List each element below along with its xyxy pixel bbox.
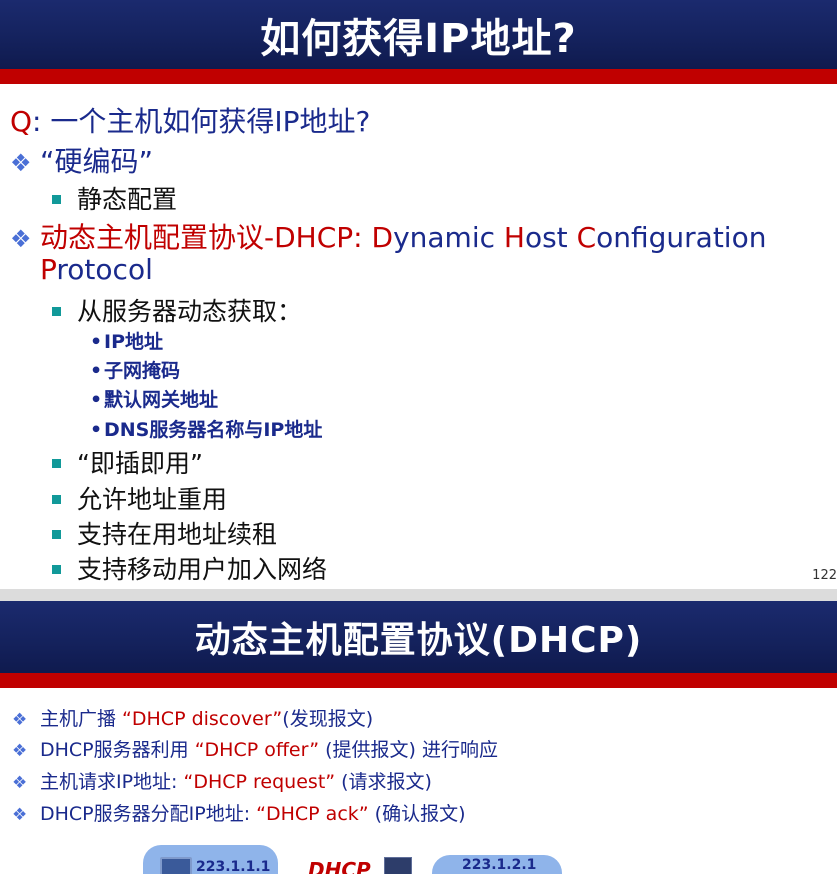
laptop-icon xyxy=(160,857,192,874)
slide-separator xyxy=(0,589,837,601)
question-line: Q: 一个主机如何获得IP地址? xyxy=(10,100,370,140)
sub-bullet-plugplay: “即插即用” xyxy=(52,444,203,480)
bullet-hardcode: ❖ “硬编码” xyxy=(10,140,153,180)
slide1-title-banner: 如何获得IP地址? xyxy=(0,0,837,69)
square-bullet-icon xyxy=(52,529,61,539)
bullet-dhcp: ❖ 动态主机配置协议-DHCP: Dynamic Host Configurati… xyxy=(10,216,766,256)
diamond-bullet-icon: ❖ xyxy=(12,710,28,730)
sub-bullet-obtain-text: 从服务器动态获取： xyxy=(77,297,303,326)
question-text: : 一个主机如何获得IP地址? xyxy=(32,105,371,138)
sub-sub-bullet: •默认网关地址 xyxy=(90,389,219,411)
bullet-text: (确认报文) xyxy=(368,803,466,825)
router-ip-label: 223.1.2.1 xyxy=(462,857,537,873)
sub-sub-bullet: •DNS服务器名称与IP地址 xyxy=(90,419,323,441)
slide1-title-underline xyxy=(0,69,837,84)
slide2-bullet: ❖ DHCP服务器分配IP地址: “DHCP ack” (确认报文) xyxy=(12,799,466,826)
dhcp-word-ynamic: ynamic xyxy=(393,221,504,254)
square-bullet-icon xyxy=(52,564,61,574)
sub-bullet-mobile: 支持移动用户加入网络 xyxy=(52,550,327,586)
diamond-bullet-icon: ❖ xyxy=(12,741,28,761)
sub-bullet-renew: 支持在用地址续租 xyxy=(52,515,277,551)
dhcp-letter-p: P xyxy=(40,253,57,286)
dhcp-letter-h: H xyxy=(503,221,525,254)
dhcp-letter-c: C xyxy=(576,221,597,254)
dhcp-word-ost: ost xyxy=(524,221,577,254)
bullet-text: DHCP服务器分配IP地址: xyxy=(40,803,257,825)
sub-sub-bullet-text: 默认网关地址 xyxy=(104,389,219,411)
square-bullet-icon xyxy=(52,194,61,204)
sub-bullet-reuse: 允许地址重用 xyxy=(52,480,227,516)
diamond-bullet-icon: ❖ xyxy=(12,805,28,825)
dhcp-letter-d: D xyxy=(371,221,394,254)
bullet-highlight: “DHCP offer” xyxy=(194,739,320,761)
bullet-highlight: “DHCP ack” xyxy=(256,803,369,825)
sub-sub-bullet-text: 子网掩码 xyxy=(104,360,181,382)
page-number: 122 xyxy=(812,568,837,583)
slide1-body: Q: 一个主机如何获得IP地址? ❖ “硬编码” 静态配置 ❖ 动态主机配置协议-D… xyxy=(0,84,837,589)
diamond-bullet-icon: ❖ xyxy=(10,149,32,177)
bullet-text: DHCP服务器利用 xyxy=(40,739,195,761)
sub-sub-bullet-text: IP地址 xyxy=(104,331,163,353)
bullet-text: (发现报文) xyxy=(282,708,374,730)
square-bullet-icon xyxy=(52,458,61,468)
slide2-bullet: ❖ 主机请求IP地址: “DHCP request” (请求报文) xyxy=(12,767,432,794)
dhcp-intro-text: 动态主机配置协议-DHCP: xyxy=(40,221,372,254)
sub-bullet-text: “即插即用” xyxy=(77,449,203,478)
slide2-bullet: ❖ DHCP服务器利用 “DHCP offer” (提供报文) 进行响应 xyxy=(12,735,498,762)
bullet-text: (提供报文) 进行响应 xyxy=(319,739,498,761)
dhcp-word-rotocol: rotocol xyxy=(56,253,153,286)
diamond-bullet-icon: ❖ xyxy=(12,773,28,793)
slide2-bullet: ❖ 主机广播 “DHCP discover”(发现报文) xyxy=(12,704,373,731)
bullet-text: (请求报文) xyxy=(335,771,432,793)
square-bullet-icon xyxy=(52,306,61,316)
server-icon xyxy=(384,857,412,874)
slide1-title: 如何获得IP地址? xyxy=(260,15,577,62)
bullet-dhcp-continued: Protocol xyxy=(40,253,153,286)
slide2-title: 动态主机配置协议(DHCP) xyxy=(194,620,643,661)
diamond-bullet-icon: ❖ xyxy=(10,225,32,253)
bullet-text: 主机广播 xyxy=(40,708,123,730)
sub-sub-bullet-text: DNS服务器名称与IP地址 xyxy=(104,419,323,441)
bullet-highlight: “DHCP discover” xyxy=(122,708,283,730)
square-bullet-icon xyxy=(52,494,61,504)
question-prefix: Q xyxy=(10,105,33,138)
dhcp-network-diagram: 223.1.1.1 DHCP 223.1.2.1 xyxy=(0,843,837,874)
bullet-text: 主机请求IP地址: xyxy=(40,771,184,793)
sub-bullet-static-text: 静态配置 xyxy=(77,185,178,214)
host-ip-label: 223.1.1.1 xyxy=(196,859,271,874)
subnet-cloud xyxy=(432,855,562,874)
bullet-highlight: “DHCP request” xyxy=(183,771,336,793)
slide2-title-banner: 动态主机配置协议(DHCP) xyxy=(0,601,837,673)
sub-sub-bullet: •子网掩码 xyxy=(90,360,181,382)
dhcp-server-label: DHCP xyxy=(308,858,371,874)
sub-bullet-obtain: 从服务器动态获取： xyxy=(52,292,302,328)
slide2-title-underline xyxy=(0,673,837,688)
dhcp-word-onfiguration: onfiguration xyxy=(596,221,767,254)
sub-bullet-text: 允许地址重用 xyxy=(77,485,228,514)
sub-bullet-static: 静态配置 xyxy=(52,180,177,216)
bullet-hardcode-text: “硬编码” xyxy=(40,145,154,178)
sub-bullet-text: 支持移动用户加入网络 xyxy=(77,555,328,584)
sub-bullet-text: 支持在用地址续租 xyxy=(77,520,278,549)
sub-sub-bullet: •IP地址 xyxy=(90,331,163,353)
